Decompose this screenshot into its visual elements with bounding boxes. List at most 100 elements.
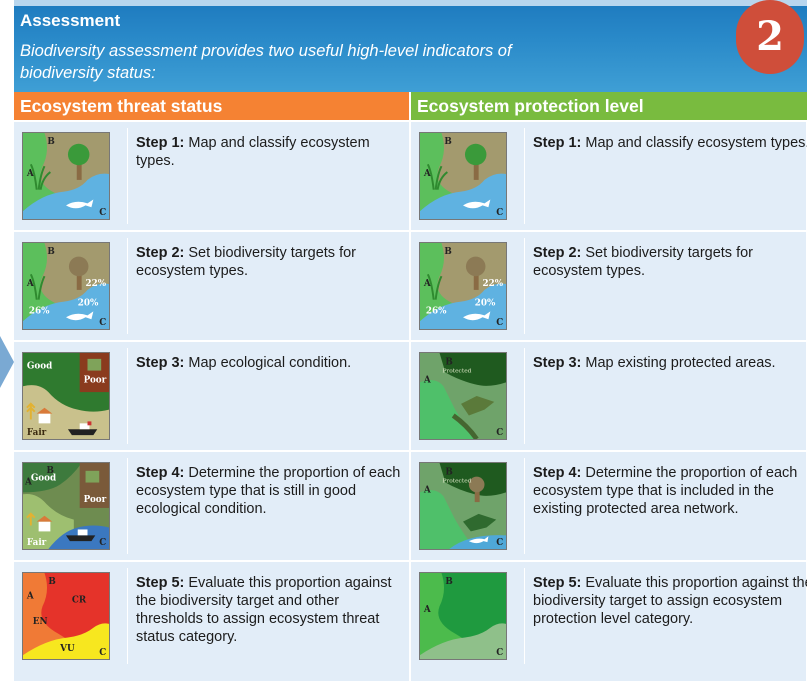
step-row-1: B A C Step 1: Map and classify ecosystem… — [14, 122, 807, 230]
svg-text:C: C — [496, 538, 503, 548]
svg-text:C: C — [99, 538, 106, 548]
threat-step-3: Good Poor Fair Step 3: Map ecological co… — [14, 342, 410, 450]
step-label: Step 2: — [136, 245, 185, 261]
step-row-3: Good Poor Fair Step 3: Map ecological co… — [14, 342, 807, 450]
step-number-badge: 2 — [736, 0, 804, 74]
svg-text:C: C — [99, 318, 106, 328]
svg-text:VU: VU — [59, 644, 75, 654]
biodiversity-targets-map-icon: B A C 22% 26% 20% — [22, 242, 110, 330]
step-label: Step 1: — [136, 135, 185, 151]
threat-step-2: B A C 22% 26% 20% Step 2: Set biodiversi… — [14, 232, 410, 340]
header-title: Assessment — [20, 11, 121, 30]
header: Assessment Biodiversity assessment provi… — [14, 6, 807, 92]
protection-step-4-text: Step 4: Determine the proportion of each… — [533, 464, 807, 518]
protection-step-2: B A C 22% 26% 20% Step 2: Set biodiversi… — [411, 232, 807, 340]
svg-text:26%: 26% — [426, 306, 447, 316]
step-label: Step 5: — [136, 575, 185, 591]
column-header-threat-status: Ecosystem threat status — [14, 92, 409, 120]
svg-text:A: A — [423, 279, 431, 289]
column-header-protection-level: Ecosystem protection level — [411, 92, 807, 120]
step-row-4: B Good A Poor Fair C Step 4: Determine t… — [14, 452, 807, 560]
svg-text:A: A — [423, 375, 431, 385]
step-label: Step 5: — [533, 575, 582, 591]
svg-text:B: B — [445, 577, 452, 587]
step-description: Set biodiversity targets for ecosystem t… — [136, 245, 357, 279]
header-subtitle: Biodiversity assessment provides two use… — [20, 42, 512, 82]
svg-text:A: A — [423, 169, 431, 179]
biodiversity-targets-map-icon: B A C 22% 26% 20% — [419, 242, 507, 330]
threat-step-5: B A CR EN VU C Step 5: Evaluate this pro… — [14, 562, 410, 681]
step-label: Step 1: — [533, 135, 582, 151]
svg-text:A: A — [26, 279, 34, 289]
svg-text:Fair: Fair — [27, 428, 47, 438]
svg-text:C: C — [99, 208, 106, 218]
threat-step-5-text: Step 5: Evaluate this proportion against… — [136, 574, 406, 646]
svg-text:A: A — [423, 605, 431, 615]
svg-text:B: B — [445, 358, 452, 368]
svg-text:C: C — [496, 648, 503, 658]
svg-text:A: A — [26, 591, 34, 601]
condition-proportion-map-icon: B Good A Poor Fair C — [22, 462, 110, 550]
step-label: Step 2: — [533, 245, 582, 261]
assessment-panel: Assessment Biodiversity assessment provi… — [14, 0, 807, 681]
top-band — [14, 0, 807, 10]
svg-text:Protected: Protected — [442, 479, 471, 485]
step-description: Map existing protected areas. — [581, 355, 776, 371]
svg-text:Good: Good — [31, 474, 56, 484]
step-row-2: B A C 22% 26% 20% Step 2: Set biodiversi… — [14, 232, 807, 340]
protection-step-5-text: Step 5: Evaluate this proportion against… — [533, 574, 807, 628]
threat-step-2-text: Step 2: Set biodiversity targets for eco… — [136, 244, 406, 280]
svg-text:B: B — [445, 468, 452, 478]
svg-text:20%: 20% — [78, 299, 99, 309]
svg-text:A: A — [26, 169, 34, 179]
protection-proportion-map-icon: B Protected A C — [419, 462, 507, 550]
step-label: Step 3: — [136, 355, 185, 371]
protection-step-3: B Protected A C Step 3: Map existing pro… — [411, 342, 807, 450]
svg-text:C: C — [496, 428, 503, 438]
svg-text:B: B — [48, 577, 55, 587]
svg-text:B: B — [46, 466, 53, 476]
protection-step-5: B A C Step 5: Evaluate this proportion a… — [411, 562, 807, 681]
svg-text:22%: 22% — [86, 279, 107, 289]
svg-text:Poor: Poor — [84, 495, 107, 505]
threat-step-1-text: Step 1: Map and classify ecosystem types… — [136, 134, 406, 170]
svg-text:22%: 22% — [483, 279, 504, 289]
step-description: Map and classify ecosystem types. — [136, 135, 370, 169]
svg-text:B: B — [444, 247, 451, 257]
step-row-5: B A CR EN VU C Step 5: Evaluate this pro… — [14, 562, 807, 681]
svg-text:A: A — [423, 485, 431, 495]
threat-step-4: B Good A Poor Fair C Step 4: Determine t… — [14, 452, 410, 560]
svg-text:C: C — [496, 318, 503, 328]
protection-level-category-map-icon: B A C — [419, 572, 507, 660]
protection-step-1: B A C Step 1: Map and classify ecosystem… — [411, 122, 807, 230]
threat-step-4-text: Step 4: Determine the proportion of each… — [136, 464, 406, 518]
svg-text:Good: Good — [27, 362, 52, 372]
protection-step-2-text: Step 2: Set biodiversity targets for eco… — [533, 244, 807, 280]
svg-text:26%: 26% — [29, 306, 50, 316]
svg-text:B: B — [47, 247, 54, 257]
ecosystem-types-map-icon: B A C — [22, 132, 110, 220]
svg-text:Poor: Poor — [84, 375, 107, 385]
step-description: Evaluate this proportion against the bio… — [136, 575, 392, 645]
svg-text:B: B — [444, 137, 451, 147]
svg-text:Fair: Fair — [27, 538, 47, 548]
svg-text:20%: 20% — [475, 299, 496, 309]
ecological-condition-map-icon: Good Poor Fair — [22, 352, 110, 440]
step-description: Map ecological condition. — [184, 355, 352, 371]
svg-text:CR: CR — [72, 595, 87, 605]
step-description: Determine the proportion of each ecosyst… — [533, 465, 798, 517]
step-description: Determine the proportion of each ecosyst… — [136, 465, 401, 517]
step-description: Evaluate this proportion against the bio… — [533, 575, 807, 627]
svg-text:C: C — [99, 648, 106, 658]
svg-text:A: A — [24, 478, 32, 488]
svg-text:B: B — [47, 137, 54, 147]
step-description: Map and classify ecosystem types. — [581, 135, 807, 151]
protection-step-3-text: Step 3: Map existing protected areas. — [533, 354, 807, 372]
ecosystem-types-map-icon: B A C — [419, 132, 507, 220]
svg-text:C: C — [496, 208, 503, 218]
protection-step-4: B Protected A C Step 4: Determine the pr… — [411, 452, 807, 560]
svg-text:EN: EN — [33, 617, 48, 627]
svg-text:Protected: Protected — [442, 369, 471, 375]
protection-step-1-text: Step 1: Map and classify ecosystem types… — [533, 134, 807, 152]
threat-status-category-map-icon: B A CR EN VU C — [22, 572, 110, 660]
